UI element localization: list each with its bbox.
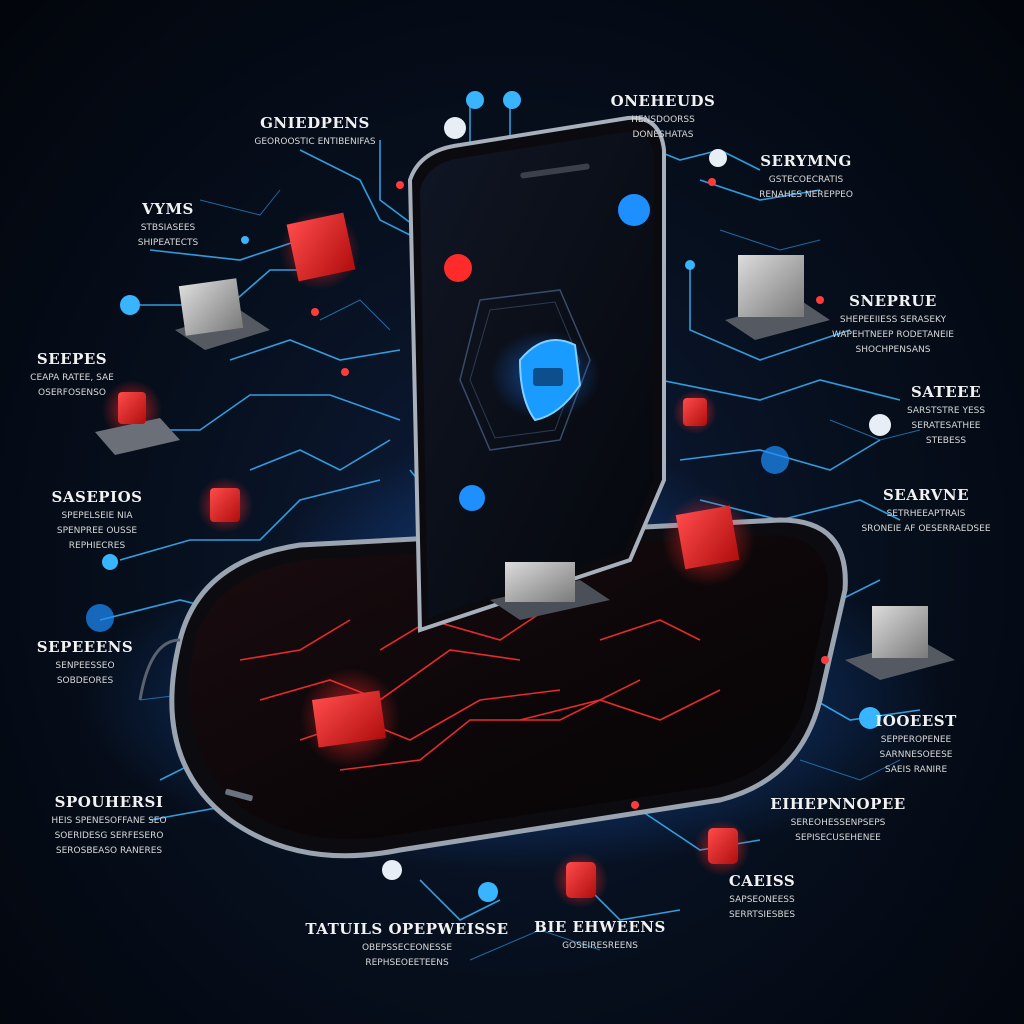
callout-line: CEAPA RATEE, SAE — [30, 372, 114, 383]
callout-line: SAEIS RANIRE — [884, 765, 948, 776]
hand-icon — [86, 604, 114, 632]
callout-line: STBSIASEES — [140, 222, 196, 233]
callout-line: SARSTSTRE YESS — [906, 405, 986, 416]
callout-label: VYMS STBSIASEES SHIPEATECTS — [58, 200, 278, 249]
callout-line: SARNNESOEESE — [879, 750, 953, 760]
bluetooth-icon — [761, 446, 789, 474]
chip-icon — [662, 494, 754, 586]
screen-app-icons — [444, 194, 650, 511]
callout-label: SERYMNG GSTECOECRATIS RENAHES NEREPPEO — [696, 152, 916, 201]
callout-title: BIE EHWEENS — [534, 918, 666, 936]
callout-title: SEPEEENS — [36, 638, 134, 656]
callout-line: SEROSBEASO RANERES — [55, 846, 163, 857]
callout-label: GNIEDPENS GEOROOSTIC ENTIBENIFAS — [205, 114, 425, 148]
lock-icon — [444, 254, 472, 282]
callout-label: SEARVNE SETRHEEAPTRAIS SRONEIE AF OESERRAE… — [816, 486, 1024, 535]
callout-line: REPHIECRES — [68, 541, 126, 552]
callout-line: SEREOHESSENPSEPS — [790, 817, 886, 828]
callout-line: SPEPELSEIE NIA — [61, 510, 133, 521]
callout-line: HENSDOORSS — [631, 114, 695, 125]
callout-title: SATEEE — [910, 383, 982, 401]
callout-label: CAEISS SAPSEONEESS SERRTSIESBES — [652, 872, 872, 921]
callout-title: SPOUHERSI — [54, 793, 164, 811]
callout-line: SERRTSIESBES — [728, 910, 796, 920]
chip-icon — [280, 210, 360, 290]
red-chip-cubes — [95, 210, 754, 908]
chip-icon — [300, 668, 400, 768]
callout-line: SOBDEORES — [56, 676, 114, 686]
callout-line: RENAHES NEREPPEO — [759, 190, 853, 200]
callout-label: SNEPRUE SHEPEEIIESS SERASEKY WAPEHTNEEP RO… — [783, 292, 1003, 357]
callout-line: HEIS SPENESOFFANE SEO — [51, 815, 167, 826]
callout-line: SEPISECUSEHENEE — [795, 833, 881, 843]
callout-title: GNIEDPENS — [260, 114, 370, 132]
callout-label: SPOUHERSI HEIS SPENESOFFANE SEO SOERIDESG … — [0, 793, 219, 858]
callout-title: CAEISS — [728, 872, 796, 890]
callout-title: TATUILS OPEPWEISSE — [305, 920, 509, 938]
small-icons — [86, 446, 789, 632]
key-icon — [618, 194, 650, 226]
callout-title: EIHEPNNOPEE — [770, 795, 906, 813]
callout-line: OSERFOSENSO — [38, 388, 106, 398]
callout-label: SASEPIOS SPEPELSEIE NIA SPENPREE OUSSE REPH… — [0, 488, 207, 553]
callout-label: SATEEE SARSTSTRE YESS SERATESATHEE STEBESS — [836, 383, 1024, 448]
callout-line: OBEPSSECEONESSE — [361, 942, 453, 953]
callout-line: SERATESATHEE — [911, 421, 981, 431]
callout-line: SHIPEATECTS — [137, 238, 199, 248]
callout-line: WAPEHTNEEP RODETANEIE — [831, 330, 954, 340]
callout-line: SRONEIE AF OESERRAEDSEE — [861, 524, 991, 534]
server-icon — [490, 562, 610, 620]
callout-label: EIHEPNNOPEE SEREOHESSENPSEPS SEPISECUSEHEN… — [728, 795, 948, 844]
wifi-icon — [459, 485, 485, 511]
lock-icon — [552, 852, 608, 908]
callout-title: SEEPES — [36, 350, 108, 368]
server-icon — [845, 606, 955, 680]
server-icon — [175, 278, 270, 350]
lock-icon — [694, 820, 750, 876]
network-nodes — [102, 91, 891, 902]
callout-line: SENPEESSEO — [55, 660, 115, 671]
callout-title: ONEHEUDS — [610, 92, 716, 110]
server-icon — [725, 255, 830, 340]
callout-line: REPHSEOEETEENS — [365, 958, 449, 968]
callout-line: STEBESS — [925, 436, 967, 447]
callout-label: SEEPES CEAPA RATEE, SAE OSERFOSENSO — [0, 350, 182, 399]
circuit-traces-thin — [139, 189, 921, 961]
shield-icon — [459, 289, 600, 451]
callout-line: SETRHEEAPTRAIS — [886, 508, 966, 519]
lock-icon — [95, 380, 180, 455]
callout-line: SHEPEEIIESS SERASEKY — [839, 314, 947, 325]
callout-label: TATUILS OPEPWEISSE OBEPSSECEONESSE REPHSEO… — [297, 920, 517, 969]
callout-line: SAPSEONEESS — [729, 894, 795, 905]
callout-line: SPENPREE OUSSE — [56, 526, 138, 536]
callout-label: BIE EHWEENS GOSEIRESREENS — [490, 918, 710, 952]
callout-label: SEPEEENS SENPEESSEO SOBDEORES — [0, 638, 195, 687]
callout-label: IOOEEST SEPPEROPENEE SARNNESOEESE SAEIS RAN… — [806, 712, 1024, 777]
lock-icon — [197, 477, 253, 533]
callout-line: SHOCHPENSANS — [855, 345, 931, 356]
callout-title: SASEPIOS — [51, 488, 143, 506]
callout-title: IOOEEST — [875, 712, 957, 730]
callout-line: GSTECOECRATIS — [768, 174, 844, 185]
callout-line: GOSEIRESREENS — [562, 940, 638, 951]
server-icons — [175, 255, 955, 680]
callout-line: GEOROOSTIC ENTIBENIFAS — [254, 136, 376, 147]
callout-title: SNEPRUE — [849, 292, 937, 310]
callout-line: DONESHATAS — [632, 130, 694, 140]
callout-label: ONEHEUDS HENSDOORSS DONESHATAS — [553, 92, 773, 141]
callout-line: SEPPEROPENEE — [880, 734, 952, 745]
callout-line: SOERIDESG SERFESERO — [54, 831, 164, 841]
callout-title: VYMS — [142, 200, 194, 218]
callout-title: SERYMNG — [760, 152, 852, 170]
lock-icon — [673, 390, 717, 434]
callout-title: SEARVNE — [882, 486, 970, 504]
